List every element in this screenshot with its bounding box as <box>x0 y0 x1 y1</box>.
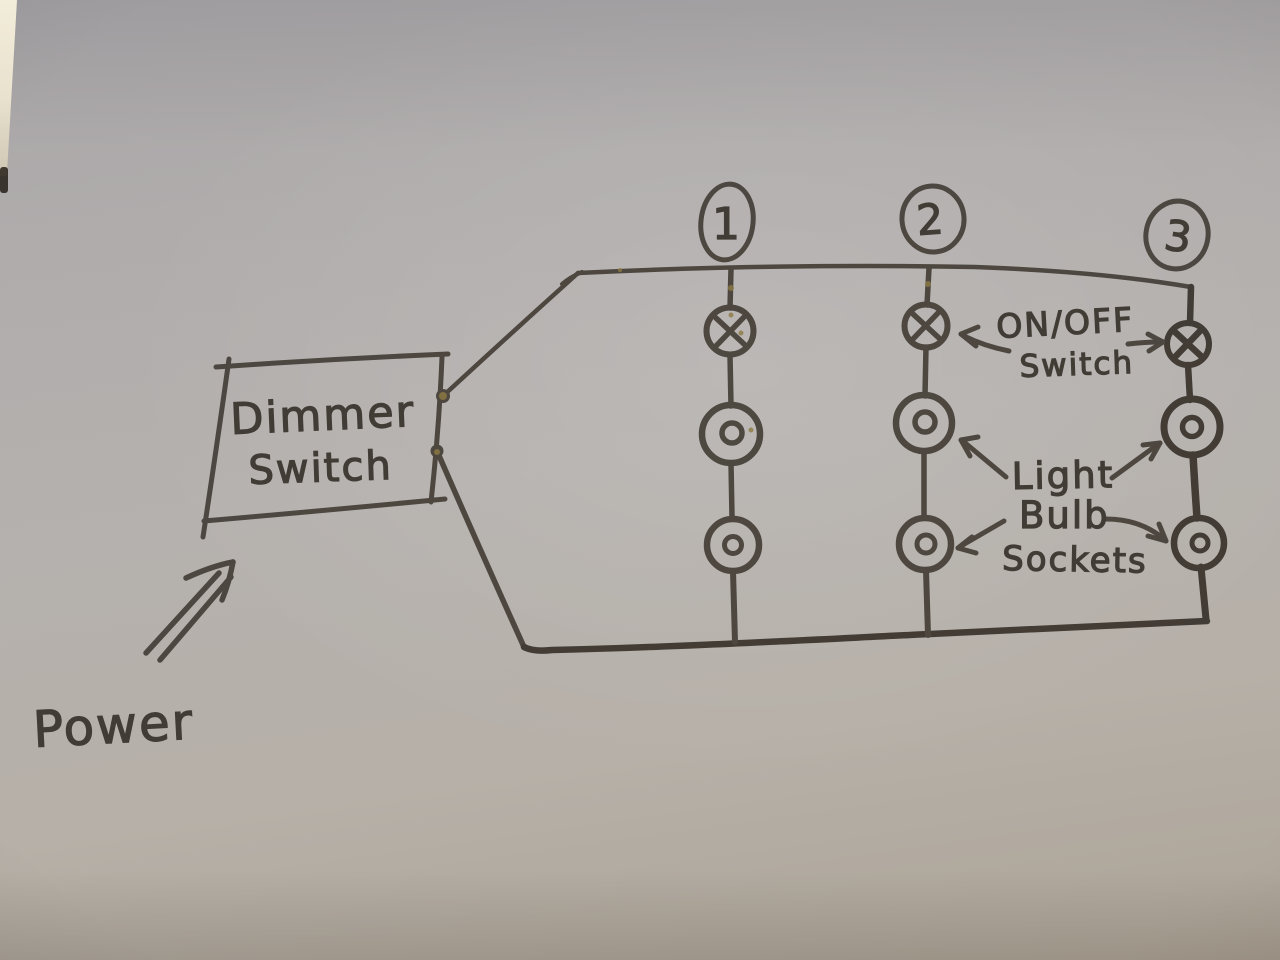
wire <box>923 567 931 638</box>
dimmer-box-right-edge <box>428 354 445 505</box>
wire <box>1184 361 1194 404</box>
arrow-to-socket-3a <box>1109 442 1160 481</box>
onoff-switch-symbol-3 <box>1164 320 1212 368</box>
wire <box>1186 283 1195 327</box>
photo-top-shadow <box>0 0 1280 150</box>
light-socket-symbol-3a <box>1160 395 1224 459</box>
glitter-speck <box>434 449 440 455</box>
arrow-to-socket-3b <box>1103 516 1167 542</box>
wire <box>727 352 734 409</box>
ink-strokes <box>143 181 1228 663</box>
onoff-label-line1: ON/OFF <box>995 300 1135 346</box>
circuit-number-badges <box>698 181 1211 272</box>
sockets-label-line1: Light <box>1011 453 1114 498</box>
handwritten-text: Dimmer Switch Power ON/OFF Switch Light … <box>31 193 1197 759</box>
glitter-speck <box>439 392 447 400</box>
circuit-branch-1 <box>698 266 764 645</box>
arrow-to-socket-2a <box>961 439 1009 480</box>
wire-top-bus <box>575 263 1194 290</box>
circuit-branch-2 <box>892 265 956 638</box>
dimmer-box-top-edge <box>213 351 451 370</box>
circle-2 <box>899 183 967 255</box>
power-label: Power <box>32 693 196 759</box>
glitter-specks <box>434 268 931 455</box>
glitter-speck <box>728 285 734 291</box>
dimmer-label-line1: Dimmer <box>229 387 416 445</box>
sockets-label-line3: Sockets <box>1002 539 1148 582</box>
onoff-label-line2: Switch <box>1019 345 1135 385</box>
glitter-speck <box>925 281 931 287</box>
circuit-branch-3 <box>1160 283 1228 623</box>
wire-bottom-lead <box>434 448 527 650</box>
wire-bottom-bus <box>520 617 1211 654</box>
light-socket-symbol-1a <box>698 401 764 467</box>
table-edge-shadow <box>0 167 8 193</box>
wire <box>1197 563 1210 623</box>
dimmer-switch-box <box>200 351 451 540</box>
glitter-speck <box>748 427 754 433</box>
wire <box>1189 451 1201 522</box>
circuit-number-1: 1 <box>712 199 742 250</box>
onoff-label-arrows <box>958 324 1166 354</box>
circle-3 <box>1143 198 1211 272</box>
sockets-label-line2: Bulb <box>1019 494 1110 537</box>
socket-label-arrows <box>955 434 1169 556</box>
glitter-speck <box>618 268 622 272</box>
wire <box>922 344 929 399</box>
light-socket-symbol-2a <box>892 391 956 455</box>
onoff-switch-symbol-2 <box>901 301 951 351</box>
glitter-speck <box>728 312 734 318</box>
light-socket-symbol-2b <box>895 514 955 574</box>
dimmer-label-line2: Switch <box>248 443 394 494</box>
power-arrow-icon <box>143 559 236 663</box>
light-socket-symbol-3b <box>1170 514 1228 572</box>
dimmer-box-left-edge <box>200 356 232 540</box>
light-socket-symbol-1b <box>703 515 763 575</box>
wire <box>730 568 738 645</box>
circuit-number-2: 2 <box>915 194 947 245</box>
circuit-number-3: 3 <box>1161 210 1196 263</box>
circle-1 <box>698 181 756 263</box>
glitter-speck <box>738 330 744 336</box>
wire <box>728 460 735 520</box>
photo-bottom-shadow <box>0 870 1280 960</box>
dimmer-box-bottom-edge <box>201 496 448 524</box>
wire-top-lead <box>440 270 581 399</box>
